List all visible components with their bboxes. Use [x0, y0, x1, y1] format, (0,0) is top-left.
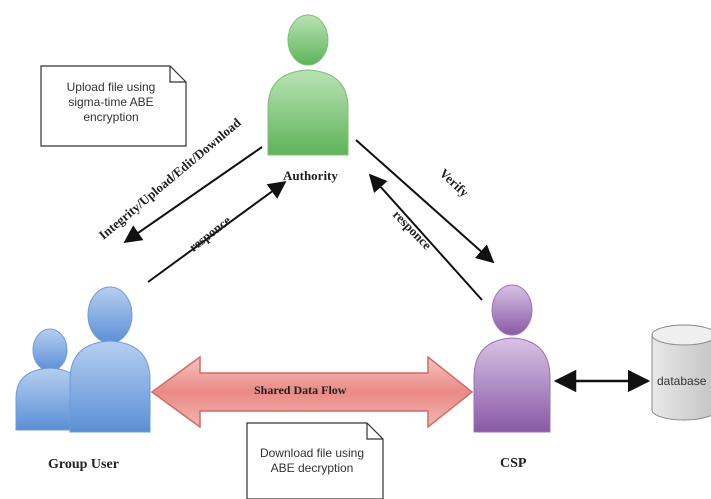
csp-person-icon — [473, 284, 551, 433]
upload-note-box — [40, 65, 187, 147]
arrow-responce-left — [147, 180, 287, 283]
shared-data-flow-arrow — [150, 355, 474, 429]
csp-label: CSP — [500, 456, 527, 471]
download-note-box — [246, 422, 384, 499]
arrow-responce-right — [368, 173, 483, 301]
download-note-text: Download file using ABE decryption — [252, 446, 372, 476]
download-note-line-2: ABE decryption — [270, 461, 354, 475]
authority-label: Authority — [283, 168, 338, 183]
authority-person-icon — [267, 14, 349, 156]
download-note-line-1: Download file using — [259, 446, 365, 460]
group-user-label: Group User — [48, 457, 119, 472]
database-icon — [651, 324, 711, 421]
group-user-icon — [15, 286, 151, 433]
upload-note-line-1: Upload file using — [66, 80, 156, 94]
upload-note-fold — [169, 66, 186, 83]
upload-note-line-3: encryption — [83, 110, 139, 124]
upload-note-line-2: sigma-time ABE — [68, 95, 154, 109]
arrow-verify — [355, 139, 495, 264]
upload-note-text: Upload file using sigma-time ABE encrypt… — [46, 80, 176, 125]
shared-data-flow-label: Shared Data Flow — [254, 383, 347, 397]
download-note-fold — [366, 423, 383, 440]
database-label: database — [657, 374, 707, 388]
arrow-integrity — [123, 146, 263, 244]
